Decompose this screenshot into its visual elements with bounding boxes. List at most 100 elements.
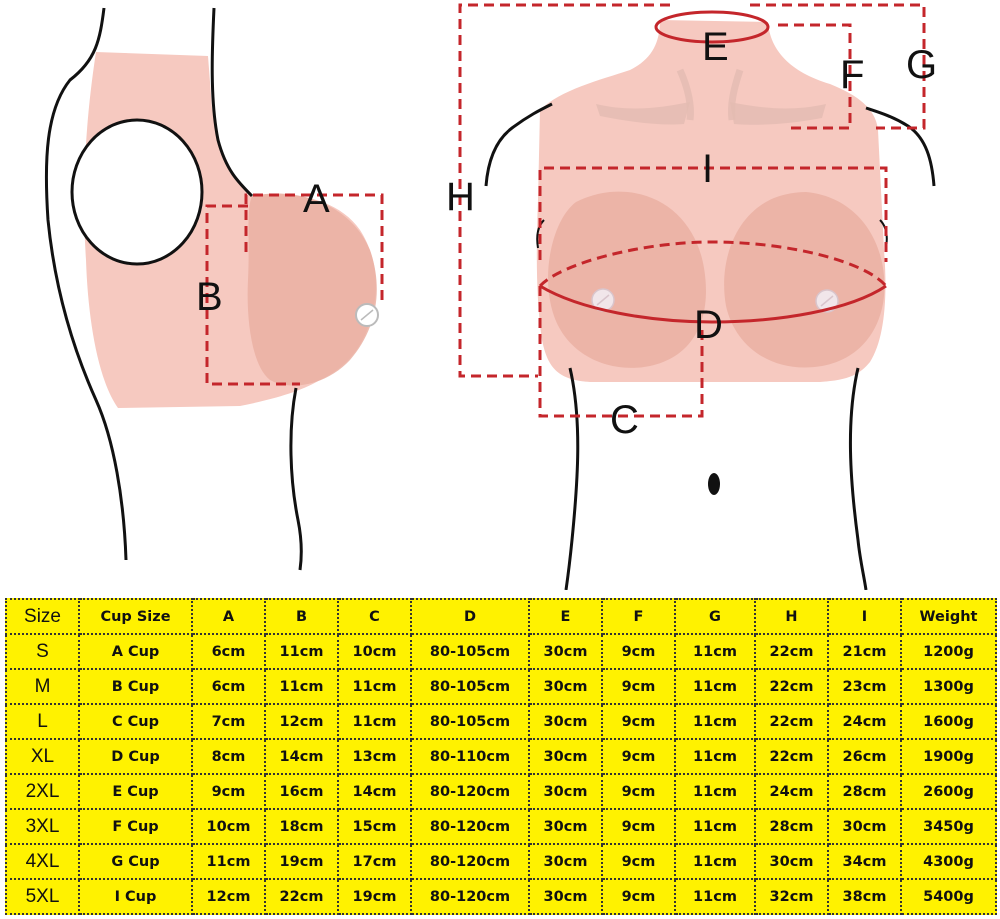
- cup-size-cell: I Cup: [78, 878, 193, 915]
- cup-size-cell: E Cup: [78, 773, 193, 810]
- measurement-cell: 30cm: [528, 668, 603, 705]
- size-cell: 4XL: [5, 843, 80, 880]
- measurement-cell: 1200g: [900, 633, 997, 670]
- label-f: F: [840, 53, 864, 97]
- measurement-cell: 30cm: [528, 773, 603, 810]
- header-size: Size: [5, 598, 80, 635]
- measurement-cell: 80-105cm: [410, 703, 530, 740]
- measurement-cell: 30cm: [528, 843, 603, 880]
- measurement-cell: 80-120cm: [410, 773, 530, 810]
- measurement-cell: 11cm: [674, 633, 756, 670]
- header-i: I: [827, 598, 902, 635]
- measurement-cell: 21cm: [827, 633, 902, 670]
- measurement-cell: 11cm: [264, 633, 339, 670]
- measurement-cell: 12cm: [191, 878, 266, 915]
- measurement-cell: 1900g: [900, 738, 997, 775]
- measurement-cell: 38cm: [827, 878, 902, 915]
- measurement-cell: 28cm: [754, 808, 829, 845]
- measurement-cell: 9cm: [601, 843, 676, 880]
- header-f: F: [601, 598, 676, 635]
- header-weight: Weight: [900, 598, 997, 635]
- side-view-figure: A B: [44, 7, 384, 571]
- measurement-cell: 11cm: [674, 808, 756, 845]
- measurement-cell: 30cm: [528, 808, 603, 845]
- measure-h-box: [458, 3, 670, 378]
- measure-c-box: [538, 286, 704, 418]
- measure-a-box: [244, 193, 384, 305]
- measurement-cell: 30cm: [528, 633, 603, 670]
- measurement-cell: 11cm: [337, 703, 412, 740]
- measurement-cell: 12cm: [264, 703, 339, 740]
- measurement-cell: 30cm: [528, 878, 603, 915]
- measurement-cell: 11cm: [191, 843, 266, 880]
- side-back-outline: [44, 7, 128, 561]
- front-right-cup: [724, 192, 885, 368]
- measurement-cell: 1300g: [900, 668, 997, 705]
- measurement-cell: 6cm: [191, 633, 266, 670]
- size-cell: 3XL: [5, 808, 80, 845]
- header-e: E: [528, 598, 603, 635]
- measurement-cell: 22cm: [754, 668, 829, 705]
- measurement-cell: 30cm: [528, 703, 603, 740]
- measurement-cell: 80-105cm: [410, 668, 530, 705]
- side-neck-outline: [210, 7, 254, 198]
- measurement-cell: 9cm: [601, 633, 676, 670]
- measurement-cell: 22cm: [754, 703, 829, 740]
- measure-f-box: [778, 23, 852, 130]
- header-a: A: [191, 598, 266, 635]
- measurement-cell: 5400g: [900, 878, 997, 915]
- front-left-waist-outline: [564, 367, 580, 590]
- front-left-arm-outline: [484, 102, 553, 187]
- measurement-cell: 28cm: [827, 773, 902, 810]
- measure-d-dashed: [538, 240, 888, 288]
- navel: [708, 473, 720, 495]
- front-left-cup: [548, 191, 706, 368]
- measurement-cell: 14cm: [264, 738, 339, 775]
- header-c: C: [337, 598, 412, 635]
- measurement-cell: 9cm: [601, 703, 676, 740]
- measurement-cell: 1600g: [900, 703, 997, 740]
- label-h: H: [446, 175, 475, 219]
- measurement-cell: 10cm: [337, 633, 412, 670]
- measurement-cell: 6cm: [191, 668, 266, 705]
- cup-size-cell: G Cup: [78, 843, 193, 880]
- header-d: D: [410, 598, 530, 635]
- measurement-cell: 11cm: [674, 703, 756, 740]
- measurement-cell: 2600g: [900, 773, 997, 810]
- header-b: B: [264, 598, 339, 635]
- measurement-cell: 19cm: [337, 878, 412, 915]
- measurement-cell: 30cm: [827, 808, 902, 845]
- measure-g-box: [750, 3, 926, 130]
- measurement-cell: 11cm: [674, 843, 756, 880]
- header-cup-size: Cup Size: [78, 598, 193, 635]
- cup-size-cell: D Cup: [78, 738, 193, 775]
- size-cell: L: [5, 703, 80, 740]
- measurement-cell: 30cm: [528, 738, 603, 775]
- measurement-cell: 80-120cm: [410, 843, 530, 880]
- measurement-cell: 4300g: [900, 843, 997, 880]
- measurement-cell: 9cm: [191, 773, 266, 810]
- measurement-cell: 16cm: [264, 773, 339, 810]
- measurement-cell: 11cm: [674, 738, 756, 775]
- measurement-diagram: A B E: [44, 3, 937, 590]
- label-e: E: [702, 25, 729, 69]
- measurement-cell: 9cm: [601, 738, 676, 775]
- label-g: G: [906, 43, 937, 87]
- front-right-arm-outline: [865, 106, 936, 187]
- measure-b-box: [205, 204, 300, 386]
- cup-size-cell: F Cup: [78, 808, 193, 845]
- measurement-cell: 26cm: [827, 738, 902, 775]
- table-header-row: Size Cup Size A B C D E F G H I Weight: [5, 598, 997, 635]
- label-c: C: [610, 398, 639, 442]
- armhole: [70, 118, 204, 266]
- header-g: G: [674, 598, 756, 635]
- clavicle-shade-right: [730, 102, 826, 125]
- measurement-cell: 24cm: [754, 773, 829, 810]
